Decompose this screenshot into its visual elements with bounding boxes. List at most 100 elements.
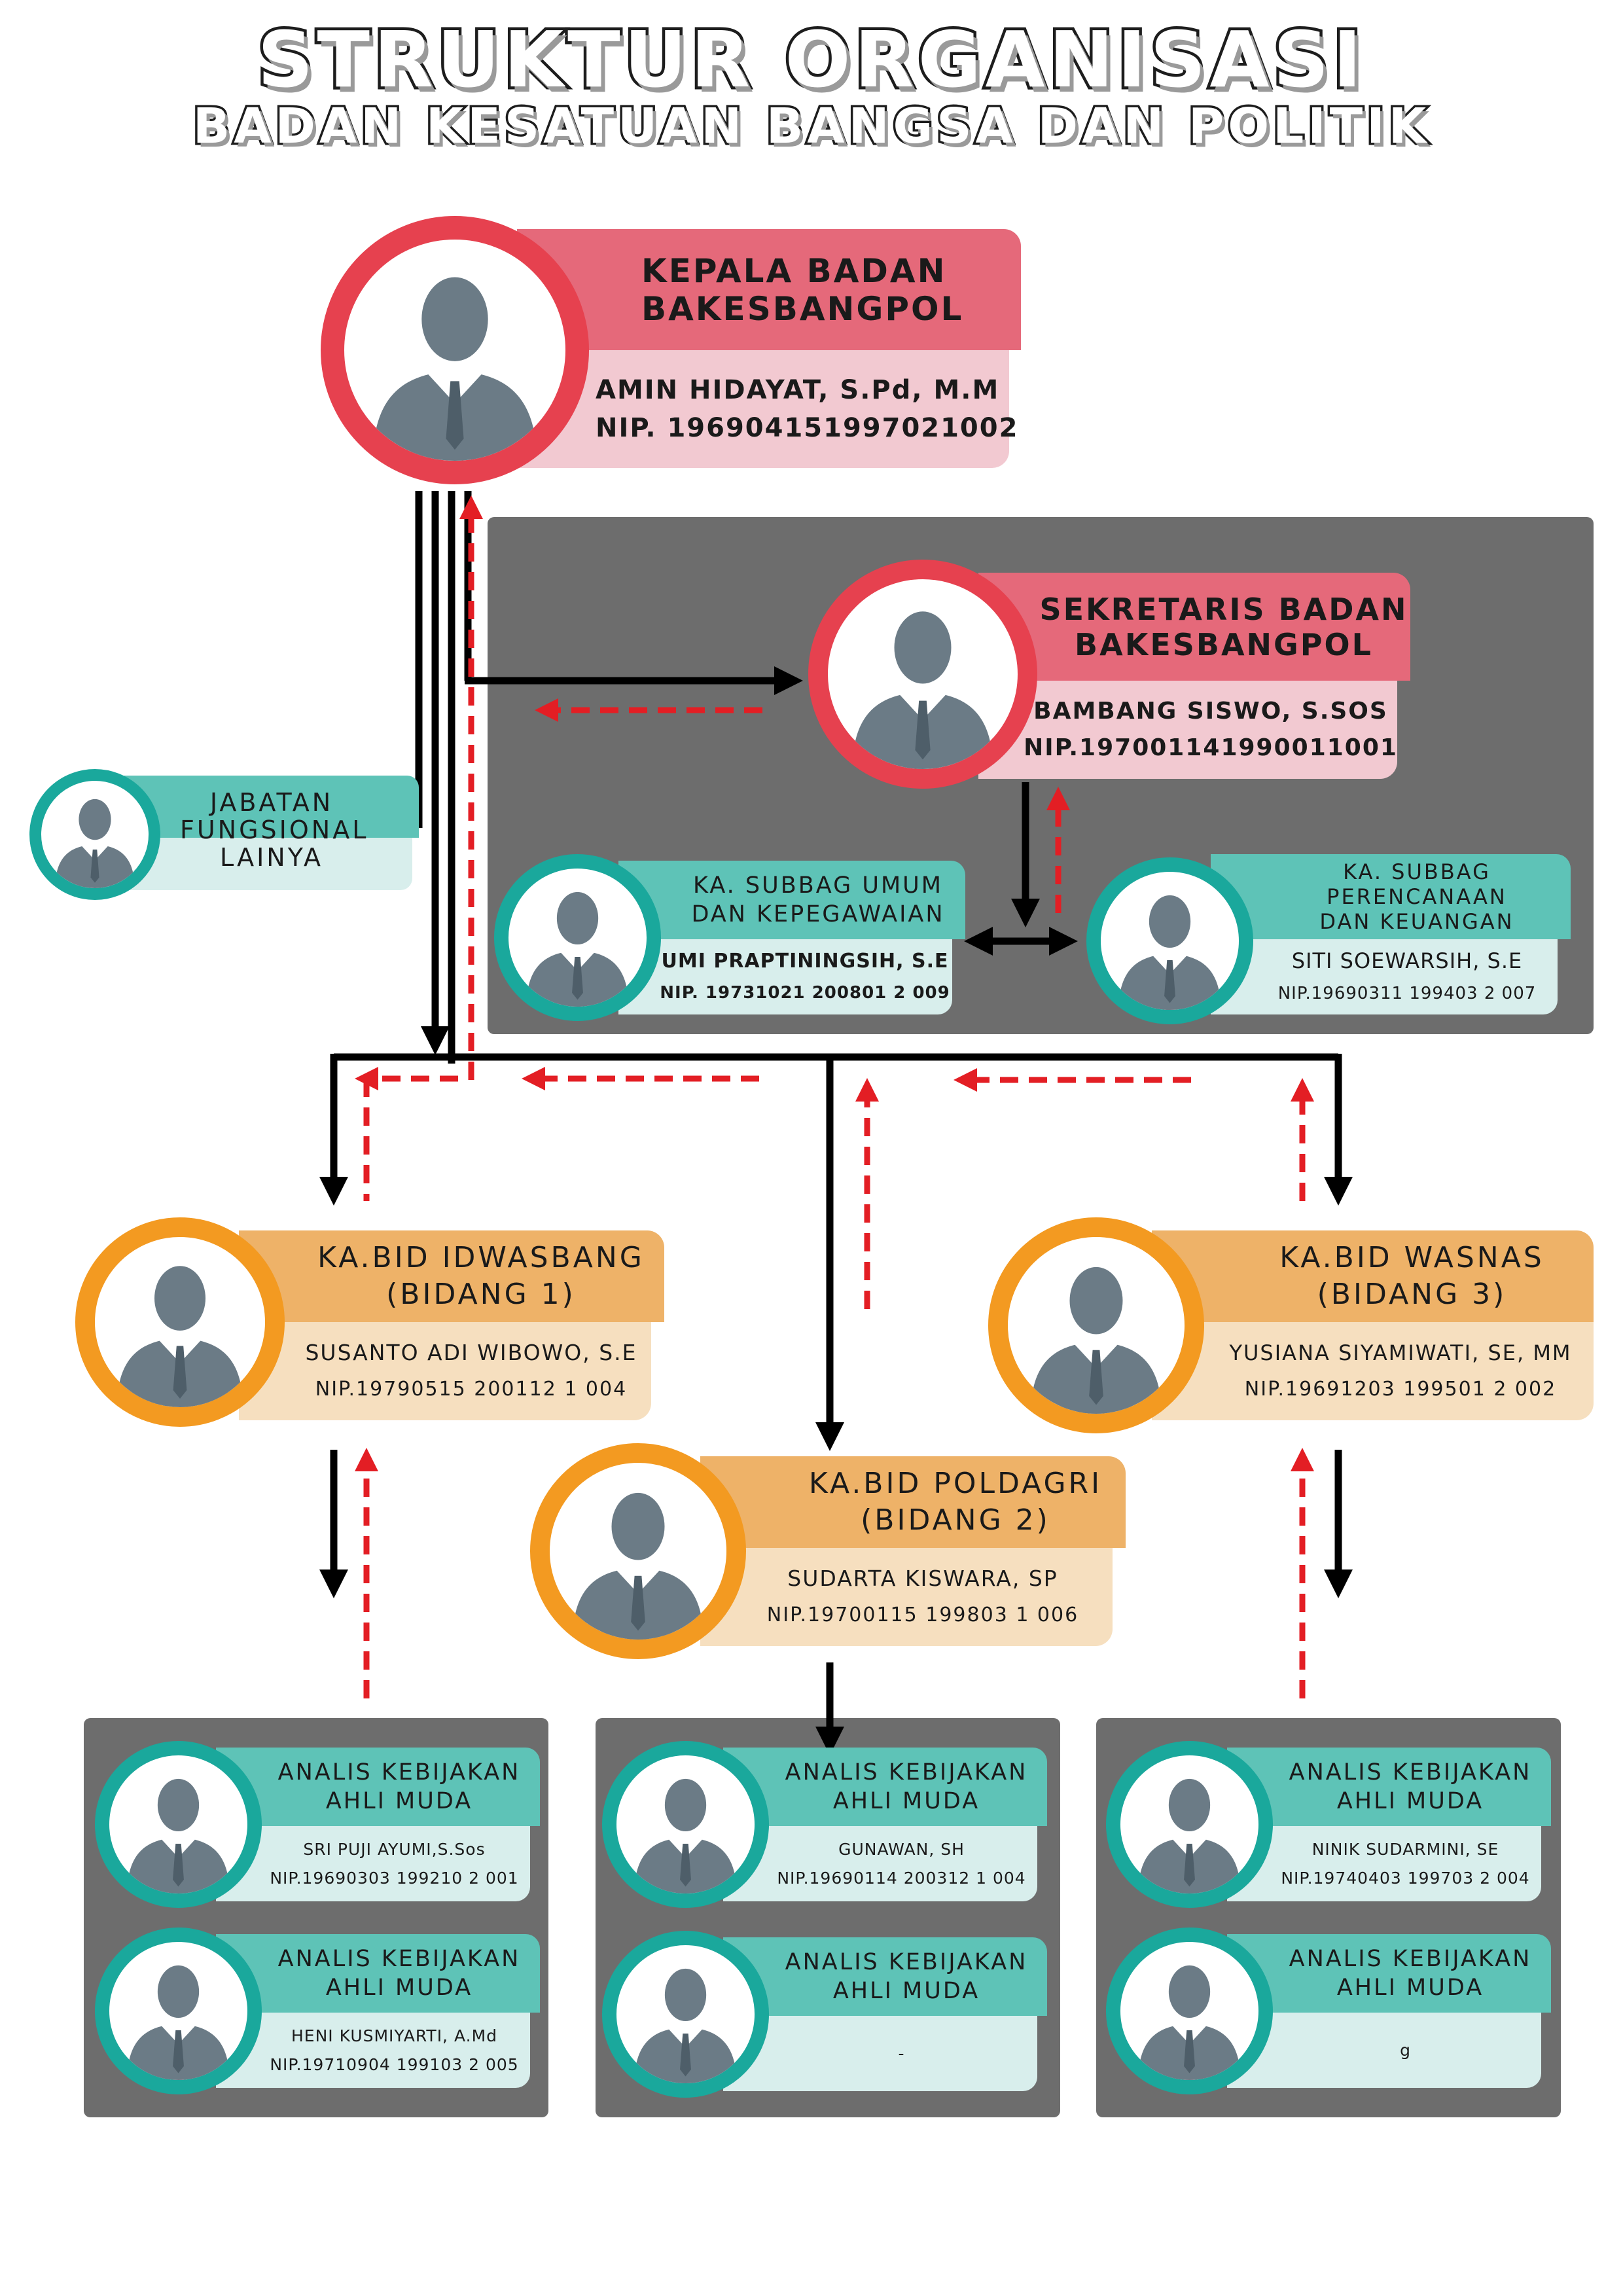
bidang1-avatar <box>75 1217 285 1427</box>
bidang1-nip: NIP.19790515 200112 1 004 <box>315 1378 628 1401</box>
analis-nip: NIP.19690114 200312 1 004 <box>777 1868 1026 1888</box>
fungsional-title-text: JABATAN FUNGSIONAL LAINYA <box>180 788 369 872</box>
bidang2-info-box: SUDARTA KISWARA, SP NIP.19700115 199803 … <box>700 1548 1113 1646</box>
bidang3-title-line2: (BIDANG 3) <box>1317 1278 1507 1311</box>
bidang1-title-box: KA.BID IDWASBANG (BIDANG 1) <box>239 1230 664 1322</box>
analis-card: ANALIS KEBIJAKAN AHLI MUDA HENI KUSMIYAR… <box>95 1928 540 2098</box>
bidang1-name: SUSANTO ADI WIBOWO, S.E <box>305 1340 637 1365</box>
subbag-perencanaan-avatar <box>1086 857 1253 1024</box>
person-icon <box>1118 895 1221 1010</box>
fungsional-card: JABATAN FUNGSIONAL LAINYA <box>29 769 419 900</box>
person-icon <box>526 891 629 1007</box>
bidang1-title-line1: KA.BID IDWASBANG <box>317 1241 645 1274</box>
analis-title-box: ANALIS KEBIJAKAN AHLI MUDA <box>216 1748 540 1826</box>
analis-name: NINIK SUDARMINI, SE <box>1311 1839 1499 1859</box>
person-icon <box>634 1778 737 1893</box>
sekretaris-title-line1: SEKRETARIS BADAN <box>1039 591 1408 627</box>
subbag-umum-card: KA. SUBBAG UMUM DAN KEPEGAWAIAN UMI PRAP… <box>494 854 965 1024</box>
analis-info-box: GUNAWAN, SH NIP.19690114 200312 1 004 <box>723 1826 1037 1901</box>
person-icon <box>852 611 993 769</box>
analis-title-box: ANALIS KEBIJAKAN AHLI MUDA <box>723 1937 1047 2016</box>
analis-title-line2: AHLI MUDA <box>1336 1975 1484 2001</box>
analis-title-line1: ANALIS KEBIJAKAN <box>1289 1946 1532 1972</box>
page-subtitle: BADAN KESATUAN BANGSA DAN POLITIK <box>190 96 1431 157</box>
analis-avatar <box>602 1741 769 1908</box>
person-icon <box>634 1968 737 2083</box>
kepala-card: KEPALA BADAN BAKESBANGPOL AMIN HIDAYAT, … <box>321 216 1021 491</box>
subbag-perencanaan-title-line1: KA. SUBBAG <box>1343 859 1491 884</box>
analis-title-line1: ANALIS KEBIJAKAN <box>277 1759 521 1785</box>
bidang2-avatar <box>530 1443 746 1659</box>
analis-card: ANALIS KEBIJAKAN AHLI MUDA SRI PUJI AYUM… <box>95 1741 540 1911</box>
bidang2-title-box: KA.BID POLDAGRI (BIDANG 2) <box>700 1456 1126 1548</box>
analis-avatar <box>1106 1741 1273 1908</box>
analis-info-box: NINIK SUDARMINI, SE NIP.19740403 199703 … <box>1227 1826 1541 1901</box>
fungsional-title-line3: LAINYA <box>220 843 323 872</box>
analis-title-line1: ANALIS KEBIJAKAN <box>1289 1759 1532 1785</box>
bidang3-info-box: YUSIANA SIYAMIWATI, SE, MM NIP.19691203 … <box>1152 1322 1594 1420</box>
fungsional-title-line2: FUNGSIONAL <box>180 816 369 844</box>
page-title: STRUKTUR ORGANISASI <box>255 12 1366 108</box>
kepala-title-line2: BAKESBANGPOL <box>641 289 964 328</box>
analis-card: ANALIS KEBIJAKAN AHLI MUDA - <box>602 1931 1047 2101</box>
subbag-perencanaan-card: KA. SUBBAG PERENCANAAN DAN KEUANGAN SITI… <box>1086 848 1571 1024</box>
analis-avatar <box>602 1931 769 2098</box>
analis-avatar <box>95 1741 262 1908</box>
sekretaris-info-box: BAMBANG SISWO, S.SOS NIP.197001141990011… <box>978 681 1397 779</box>
analis-title-box: ANALIS KEBIJAKAN AHLI MUDA <box>1227 1748 1551 1826</box>
sekretaris-avatar <box>808 560 1037 789</box>
subbag-umum-title-line1: KA. SUBBAG UMUM <box>693 872 943 899</box>
sekretaris-title-box: SEKRETARIS BADAN BAKESBANGPOL <box>978 573 1410 681</box>
bidang3-name: YUSIANA SIYAMIWATI, SE, MM <box>1229 1340 1572 1365</box>
subbag-perencanaan-title-line3: DAN KEUANGAN <box>1319 909 1514 934</box>
analis-title-box: ANALIS KEBIJAKAN AHLI MUDA <box>1227 1934 1551 2013</box>
analis-title-line1: ANALIS KEBIJAKAN <box>277 1946 521 1972</box>
bidang1-title-line2: (BIDANG 1) <box>386 1278 576 1311</box>
analis-info-box: SRI PUJI AYUMI,S.Sos NIP.19690303 199210… <box>216 1826 530 1901</box>
analis-name: HENI KUSMIYARTI, A.Md <box>291 2026 498 2045</box>
subbag-umum-title-line2: DAN KEPEGAWAIAN <box>691 901 945 927</box>
analis-info-box: - <box>723 2016 1037 2091</box>
bidang3-title-line1: KA.BID WASNAS <box>1279 1241 1544 1274</box>
kepala-name: AMIN HIDAYAT, S.Pd, M.M <box>596 375 1000 405</box>
kepala-info-box: AMIN HIDAYAT, S.Pd, M.M NIP. 19690415199… <box>517 350 1017 468</box>
analis-title-line2: AHLI MUDA <box>325 1788 473 1814</box>
analis-title-line1: ANALIS KEBIJAKAN <box>785 1759 1028 1785</box>
analis-title-box: ANALIS KEBIJAKAN AHLI MUDA <box>723 1748 1047 1826</box>
subbag-umum-name: UMI PRAPTININGSIH, S.E <box>661 949 949 973</box>
subbag-umum-info-box: UMI PRAPTININGSIH, S.E NIP. 19731021 200… <box>618 939 952 1014</box>
bidang1-info-box: SUSANTO ADI WIBOWO, S.E NIP.19790515 200… <box>239 1322 651 1420</box>
subbag-perencanaan-nip: NIP.19690311 199403 2 007 <box>1277 983 1537 1003</box>
bidang2-title-line1: KA.BID POLDAGRI <box>808 1467 1103 1500</box>
sekretaris-name: BAMBANG SISWO, S.SOS <box>1033 698 1388 725</box>
analis-name: - <box>898 2043 905 2063</box>
bidang3-nip: NIP.19691203 199501 2 002 <box>1244 1378 1557 1401</box>
bidang3-avatar <box>988 1217 1204 1433</box>
kepala-title-box: KEPALA BADAN BAKESBANGPOL <box>517 229 1021 350</box>
sekretaris-nip: NIP.197001141990011001 <box>1024 734 1398 761</box>
bidang3-title-box: KA.BID WASNAS (BIDANG 3) <box>1152 1230 1594 1322</box>
bidang2-name: SUDARTA KISWARA, SP <box>787 1566 1058 1591</box>
person-icon <box>1138 1778 1241 1893</box>
person-icon <box>372 277 537 461</box>
kepala-avatar <box>321 216 589 484</box>
analis-title-line2: AHLI MUDA <box>1336 1788 1484 1814</box>
analis-title-line2: AHLI MUDA <box>325 1975 473 2001</box>
person-icon <box>116 1266 243 1407</box>
analis-name: SRI PUJI AYUMI,S.Sos <box>303 1839 486 1859</box>
analis-card: ANALIS KEBIJAKAN AHLI MUDA g <box>1106 1928 1551 2098</box>
analis-nip: NIP.19690303 199210 2 001 <box>270 1868 519 1888</box>
bidang3-card: KA.BID WASNAS (BIDANG 3) YUSIANA SIYAMIW… <box>988 1217 1594 1433</box>
subbag-perencanaan-info-box: SITI SOEWARSIH, S.E NIP.19690311 199403 … <box>1211 939 1558 1014</box>
bidang1-card: KA.BID IDWASBANG (BIDANG 1) SUSANTO ADI … <box>75 1217 664 1430</box>
bidang2-nip: NIP.19700115 199803 1 006 <box>766 1604 1079 1626</box>
bidang2-title-line2: (BIDANG 2) <box>861 1503 1050 1537</box>
fungsional-title-line1: JABATAN <box>209 788 334 817</box>
analis-title-line2: AHLI MUDA <box>832 1788 980 1814</box>
sekretaris-title-line2: BAKESBANGPOL <box>1075 626 1373 662</box>
bidang2-card: KA.BID POLDAGRI (BIDANG 2) SUDARTA KISWA… <box>530 1443 1126 1659</box>
person-icon <box>1138 1965 1241 2080</box>
analis-nip: NIP.19740403 199703 2 004 <box>1281 1868 1530 1888</box>
person-icon <box>127 1778 230 1893</box>
